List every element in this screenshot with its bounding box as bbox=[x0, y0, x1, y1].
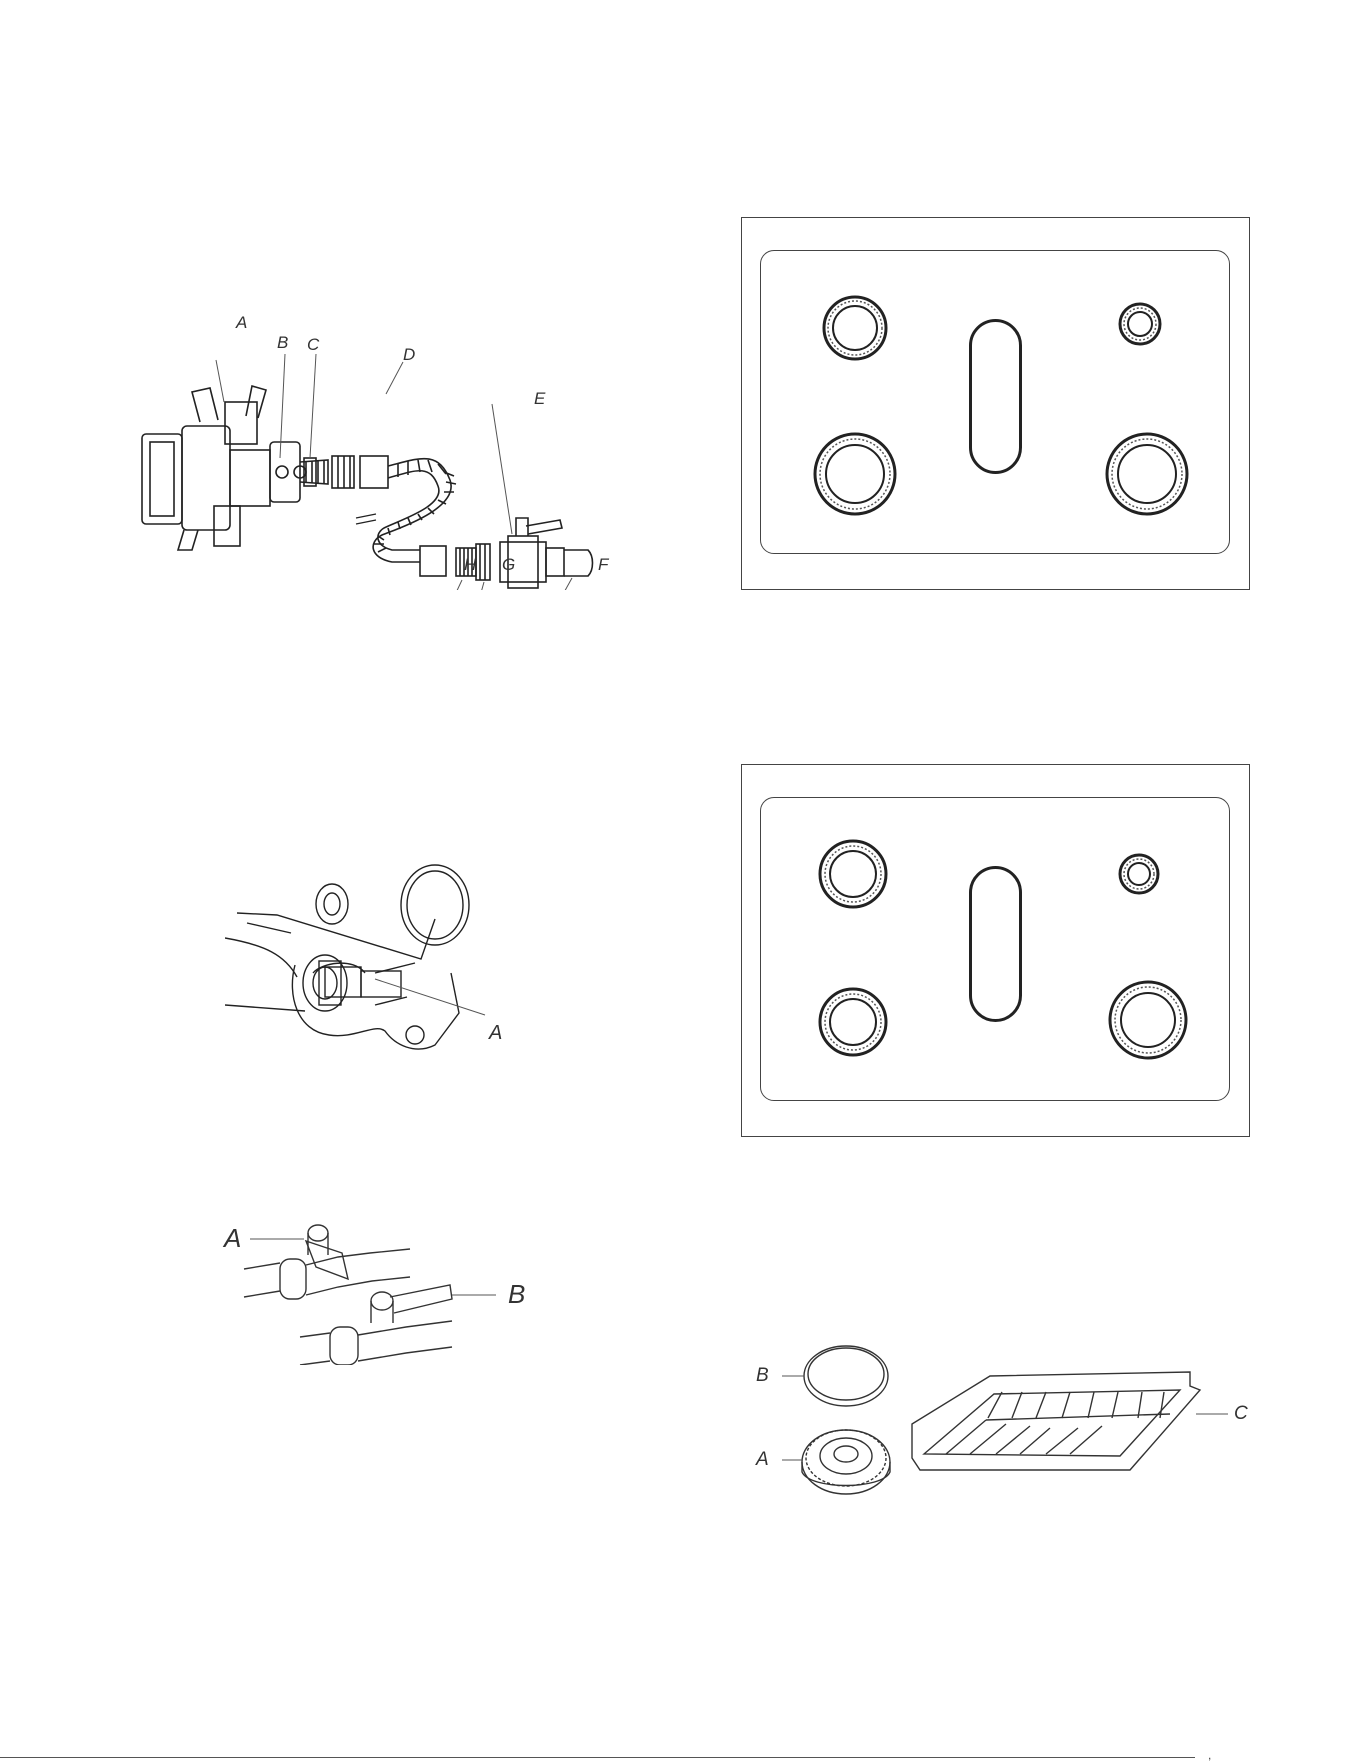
figure-gas-connection: A B C D E F G H bbox=[120, 330, 640, 590]
center-oval-burner bbox=[969, 866, 1022, 1022]
center-oval-burner bbox=[969, 319, 1022, 474]
figure1-label-a: A bbox=[236, 314, 247, 331]
figure1-label-g: G bbox=[502, 556, 515, 573]
figure2-label-a: A bbox=[489, 1023, 502, 1043]
figure1-label-e: E bbox=[534, 390, 545, 407]
burner-parts-illustration bbox=[750, 1330, 1260, 1510]
figure-valve-positions: A B bbox=[220, 1215, 540, 1365]
burner-front-left-icon bbox=[817, 986, 889, 1058]
burner-rear-right-icon bbox=[1118, 302, 1162, 346]
footer-page-mark: , bbox=[1208, 1748, 1211, 1762]
figure1-label-b: B bbox=[277, 334, 288, 351]
figure-cooktop-layout-2 bbox=[741, 764, 1250, 1137]
figure6-label-a: A bbox=[756, 1450, 769, 1469]
valve-positions-illustration bbox=[220, 1215, 540, 1365]
footer-rule bbox=[0, 1757, 1195, 1758]
burner-front-right-icon bbox=[1107, 979, 1189, 1061]
figure1-label-c: C bbox=[307, 336, 319, 353]
figure-regulator-lever: A bbox=[225, 855, 535, 1070]
gas-connection-illustration bbox=[120, 330, 640, 590]
figure-cooktop-layout-1 bbox=[741, 217, 1250, 590]
burner-front-left-icon bbox=[812, 431, 898, 517]
figure1-label-h: H bbox=[464, 556, 476, 573]
figure3-label-b: B bbox=[508, 1281, 525, 1307]
figure6-label-b: B bbox=[756, 1366, 769, 1385]
figure6-label-c: C bbox=[1234, 1404, 1248, 1423]
burner-rear-left-icon bbox=[817, 838, 889, 910]
figure3-label-a: A bbox=[224, 1225, 241, 1251]
figure-burner-parts: B A C bbox=[750, 1330, 1260, 1510]
figure1-label-f: F bbox=[598, 556, 608, 573]
burner-rear-left-icon bbox=[821, 294, 889, 362]
burner-rear-right-icon bbox=[1118, 853, 1160, 895]
burner-front-right-icon bbox=[1104, 431, 1190, 517]
figure1-label-d: D bbox=[403, 346, 415, 363]
